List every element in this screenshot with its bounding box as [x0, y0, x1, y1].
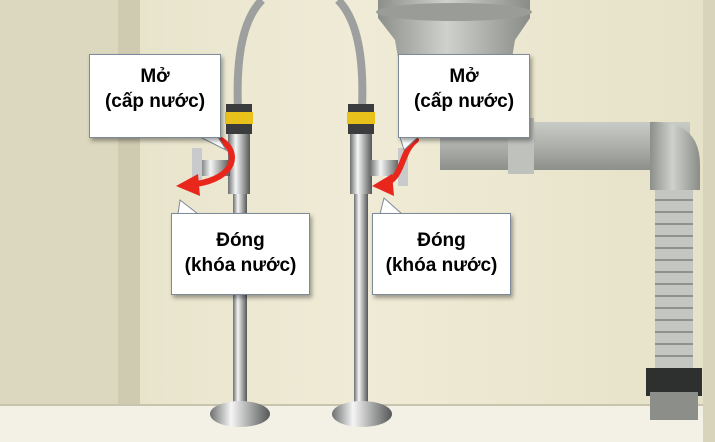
- right-floor-flange: [332, 401, 392, 427]
- drain-hose-ridges: [655, 199, 693, 357]
- callout-close-right-title: Đóng: [417, 230, 466, 251]
- cabinet-right-edge: [703, 0, 715, 442]
- drain-hose: [655, 190, 693, 370]
- callout-open-left-title: Mở: [140, 66, 170, 87]
- left-arrow-head-icon: [176, 174, 200, 196]
- callout-close-right-subtitle: (khóa nước): [385, 255, 498, 276]
- callout-open-left-subtitle: (cấp nước): [104, 91, 206, 112]
- drain-elbow: [650, 121, 700, 190]
- left-yellow-band: [225, 112, 253, 124]
- right-valve-stem: [370, 160, 400, 176]
- callout-close-left-title: Đóng: [216, 230, 265, 251]
- callout-open-left: Mở (cấp nước): [89, 54, 221, 138]
- left-valve-body: [228, 134, 250, 194]
- callout-open-right-subtitle: (cấp nước): [413, 91, 515, 112]
- right-arrow-head-icon: [372, 174, 394, 196]
- drain-hose-collar: [646, 368, 702, 396]
- left-flex-hose: [233, 0, 265, 109]
- left-turn-arrow-icon: [193, 137, 235, 187]
- left-floor-flange: [210, 401, 270, 427]
- sink-drain-lip: [376, 3, 532, 21]
- callout-open-right: Mở (cấp nước): [398, 54, 530, 138]
- right-flex-hose: [335, 0, 367, 109]
- callout-close-right: Đóng (khóa nước): [372, 213, 511, 295]
- right-yellow-band: [347, 112, 375, 124]
- right-riser-pipe: [354, 194, 368, 404]
- right-valve-body: [350, 134, 372, 194]
- drain-floor-fitting: [650, 392, 698, 420]
- callout-open-right-title: Mở: [449, 66, 479, 87]
- left-valve-handle: [192, 148, 202, 186]
- callout-close-left-subtitle: (khóa nước): [184, 255, 297, 276]
- callout-close-left: Đóng (khóa nước): [171, 213, 310, 295]
